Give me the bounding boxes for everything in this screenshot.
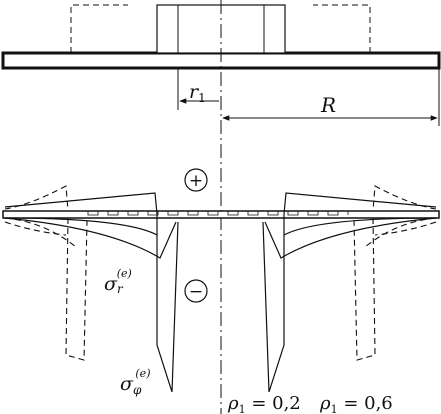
sigma-phi-label: σφ(e): [120, 367, 150, 397]
sigma-phi-edge-left: [4, 217, 158, 236]
dashed-negative-right: [364, 217, 437, 248]
dashed-curves: [4, 185, 437, 361]
minus-circle: [184, 279, 208, 303]
dimensions: r1 R: [177, 68, 440, 126]
R-label: R: [320, 93, 336, 117]
dashed-drop-right: [353, 217, 376, 361]
dashed-negative-left: [4, 217, 77, 248]
plus-circle: [184, 168, 208, 192]
sigma-r-label: σr(e): [104, 267, 132, 296]
stress-diagram: + − σr(e) σφ(e) ρ1 = 0,2 ρ1 = 0,6: [2, 168, 440, 414]
dashed-left-edge: [4, 221, 67, 236]
dashed-support-right: [313, 4, 371, 53]
r1-label: r1: [189, 81, 206, 105]
sigma-r-curve-left: [4, 217, 177, 259]
baseline-plate: [2, 210, 440, 219]
sigma-phi-edge-right: [283, 217, 437, 236]
dashed-support-left: [70, 4, 128, 53]
solid-curves: [4, 192, 437, 393]
minus-sign: −: [189, 282, 203, 302]
rho-0-6-label: ρ1 = 0,6: [319, 393, 393, 414]
plus-sign: +: [189, 171, 203, 191]
sigma-r-positive-right: [283, 192, 437, 215]
sigma-r-positive-left: [4, 192, 158, 215]
dashed-positive-right: [372, 185, 437, 212]
dashed-positive-left: [4, 185, 69, 212]
baseline-dashes: [87, 210, 349, 216]
sigma-r-curve-right: [264, 217, 437, 259]
dashed-drop-left: [65, 217, 88, 361]
dashed-right-edge: [374, 221, 437, 236]
sigma-phi-drop-right: [262, 214, 285, 393]
rho-0-2-label: ρ1 = 0,2: [227, 393, 301, 414]
sigma-phi-drop-left: [156, 214, 179, 393]
